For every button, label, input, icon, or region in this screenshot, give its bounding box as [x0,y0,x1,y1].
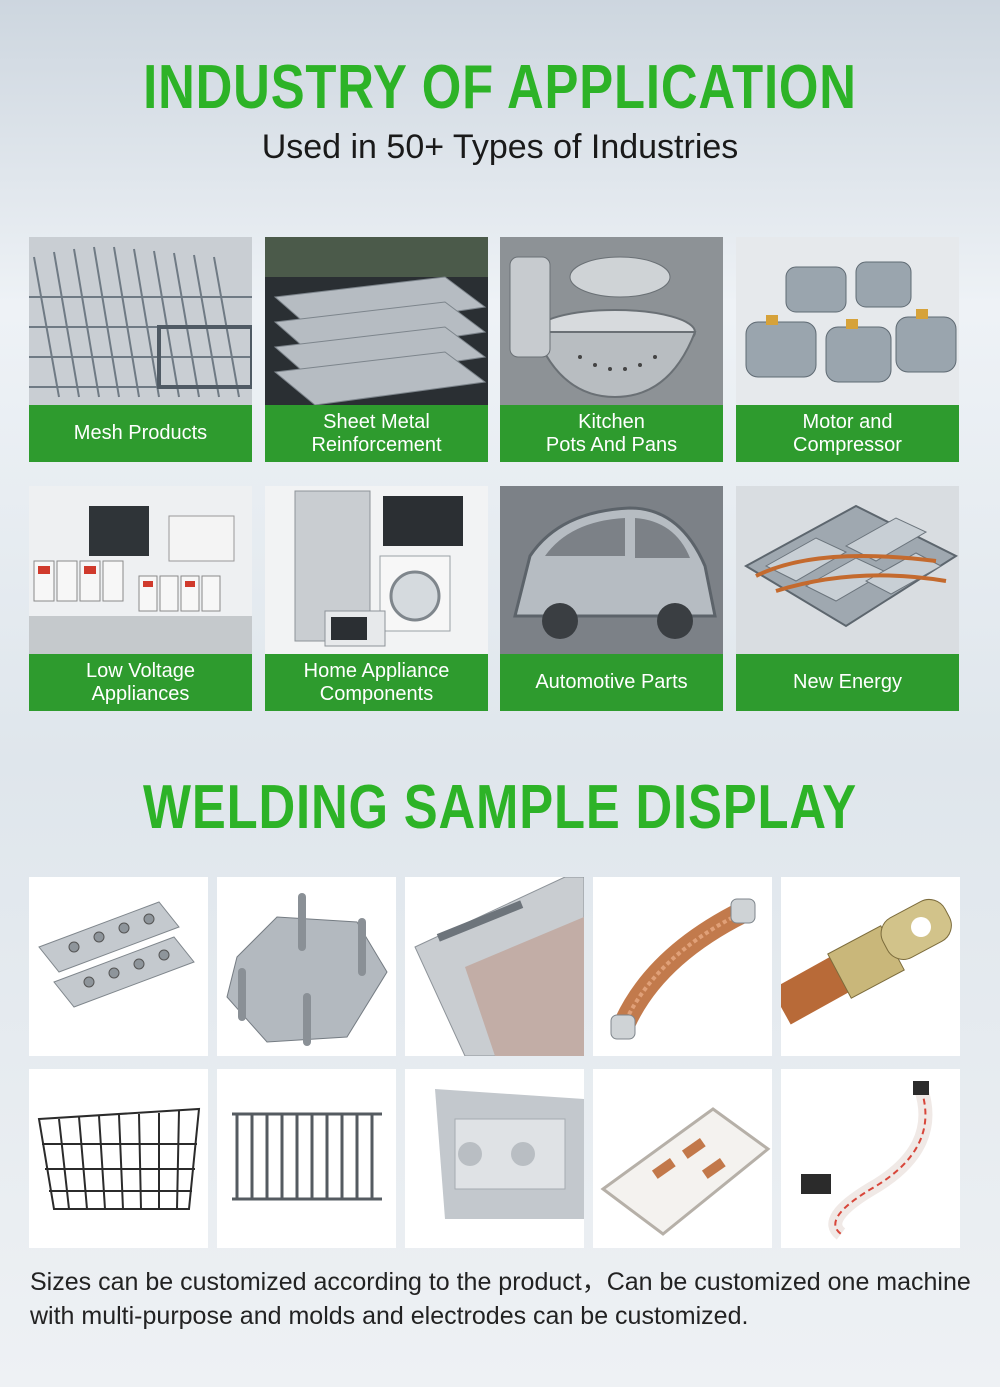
stud-plate-sample-icon [217,877,396,1056]
industry-card-automotive: Automotive Parts [500,486,723,711]
industry-label: Mesh Products [29,405,252,462]
battery-pack-icon [736,486,959,654]
shopping-cart-mesh-icon [29,237,252,405]
wire-basket-sample-icon [29,1069,208,1248]
switch-copper-sample-icon [593,1069,772,1248]
industry-card-new-energy: New Energy [736,486,959,711]
industry-title: INDUSTRY OF APPLICATION [143,53,857,122]
industry-grid: Mesh Products Sheet Metal Reinforcement … [29,237,959,711]
industry-subtitle: Used in 50+ Types of Industries [261,128,739,166]
industry-label: Sheet Metal Reinforcement [265,405,488,462]
home-appliances-icon [265,486,488,654]
electric-motors-icon [736,237,959,405]
sheet-metal-stack-icon [265,237,488,405]
industry-label: Motor and Compressor [736,405,959,462]
welding-sample-grid [29,877,960,1249]
copper-lug-sample-icon [781,877,960,1056]
wire-grill-sample-icon [217,1069,396,1248]
industry-label: Home Appliance Components [265,654,488,711]
industry-label: Kitchen Pots And Pans [500,405,723,462]
nut-plate-sample-icon [29,877,208,1056]
customization-note: Sizes can be customized according to the… [30,1268,971,1330]
welding-sample-title: WELDING SAMPLE DISPLAY [143,773,857,842]
industry-card-kitchen: Kitchen Pots And Pans [500,237,723,462]
industry-label: Low Voltage Appliances [29,654,252,711]
wire-harness-sample-icon [781,1069,960,1248]
car-body-icon [500,486,723,654]
copper-braid-sample-icon [593,877,772,1056]
industry-card-motor: Motor and Compressor [736,237,959,462]
industry-card-sheet-metal: Sheet Metal Reinforcement [265,237,488,462]
industry-card-home-appliance: Home Appliance Components [265,486,488,711]
spot-weld-plate-sample-icon [405,1069,584,1248]
industry-label: New Energy [736,654,959,711]
industry-label: Automotive Parts [500,654,723,711]
kitchen-pots-icon [500,237,723,405]
frame-sheet-sample-icon [405,877,584,1056]
industry-card-mesh: Mesh Products [29,237,252,462]
industry-card-low-voltage: Low Voltage Appliances [29,486,252,711]
circuit-breakers-icon [29,486,252,654]
